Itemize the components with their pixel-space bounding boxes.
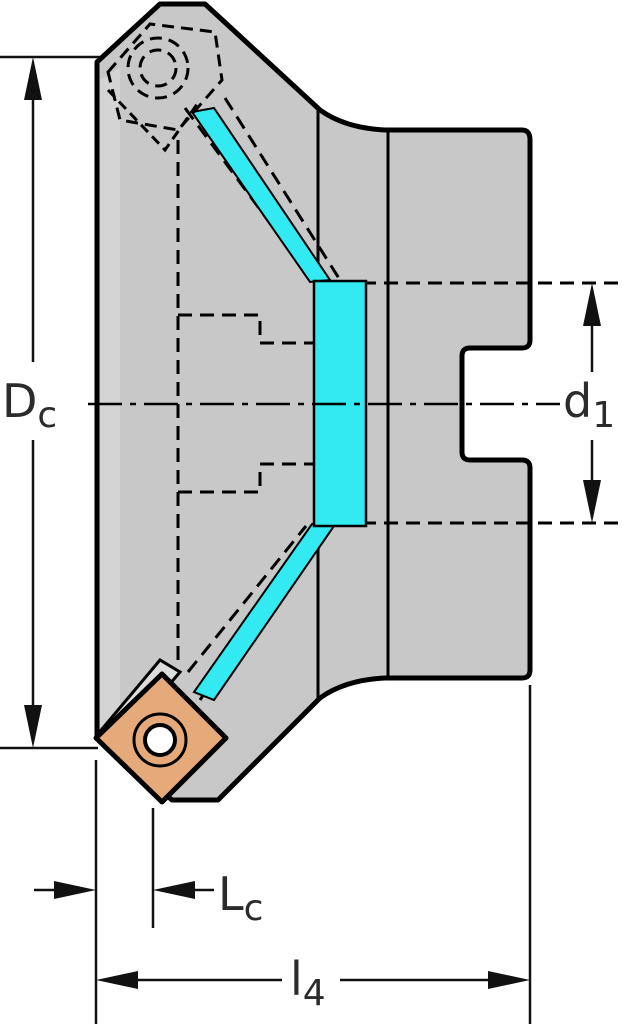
coolant-upper-dash-b bbox=[223, 97, 342, 281]
dc-label: Dc bbox=[2, 374, 57, 436]
dimension-dc bbox=[0, 55, 100, 750]
seat-upper-outline bbox=[106, 88, 202, 153]
l4-label-sub: 4 bbox=[303, 973, 326, 1014]
lc-arrow-left bbox=[54, 881, 96, 899]
lc-label-main: L bbox=[218, 867, 244, 921]
dc-label-main: D bbox=[2, 374, 37, 428]
l4-label-main: l bbox=[290, 952, 303, 1006]
d1-arrow-bottom bbox=[583, 480, 601, 523]
lc-arrow-right bbox=[153, 881, 195, 899]
dc-arrow-top bbox=[24, 57, 42, 100]
cutting-insert bbox=[93, 658, 229, 805]
dimension-l4 bbox=[96, 685, 532, 1024]
dashed-screw-inner bbox=[138, 48, 178, 88]
coolant-lower-dash-b bbox=[186, 525, 308, 673]
d1-label: d1 bbox=[563, 374, 615, 436]
dc-arrow-bottom bbox=[24, 705, 42, 748]
insert-screw-hole bbox=[143, 723, 177, 757]
d1-label-main: d bbox=[563, 374, 592, 428]
lc-label-sub: c bbox=[244, 888, 264, 929]
dimension-lc bbox=[34, 760, 214, 1024]
counterbore-lower bbox=[178, 462, 318, 494]
lc-label: Lc bbox=[218, 867, 263, 929]
d1-arrow-top bbox=[583, 283, 601, 326]
dc-label-sub: c bbox=[37, 395, 57, 436]
insert-seat-upper bbox=[106, 88, 202, 153]
dashed-square-insert-icon bbox=[106, 22, 224, 132]
dashed-screw-outer bbox=[126, 36, 190, 100]
d1-label-sub: 1 bbox=[592, 395, 615, 436]
dimension-d1 bbox=[583, 283, 601, 523]
l4-arrow-right bbox=[488, 971, 530, 989]
counterbore-upper bbox=[178, 313, 318, 345]
hidden-insert-upper bbox=[106, 22, 224, 132]
l4-label: l4 bbox=[290, 952, 326, 1014]
l4-arrow-left bbox=[96, 971, 138, 989]
